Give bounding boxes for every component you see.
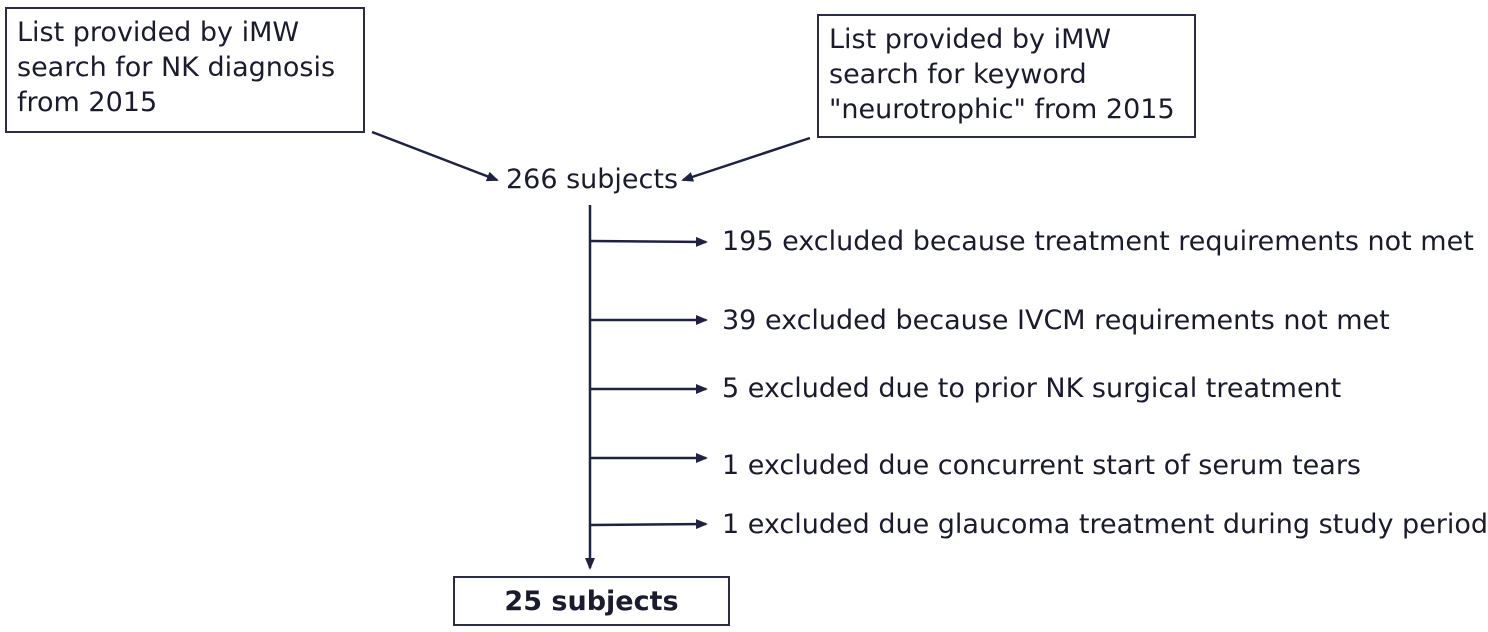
source-box-neurotrophic: List provided by iMW search for keyword … xyxy=(817,14,1196,138)
exclusion-glaucoma-treatment: 1 excluded due glaucoma treatment during… xyxy=(722,509,1488,540)
exclusion-treatment-requirements: 195 excluded because treatment requireme… xyxy=(722,226,1474,257)
source-text-nk-diagnosis: List provided by iMW search for NK diagn… xyxy=(17,17,336,118)
exclusion-ivcm-requirements: 39 excluded because IVCM requirements no… xyxy=(722,305,1390,336)
total-subjects-label: 266 subjects xyxy=(506,164,679,195)
source-box-nk-diagnosis: List provided by iMW search for NK diagn… xyxy=(5,7,365,133)
arrow-left-source-to-total xyxy=(371,130,499,182)
exclusion-serum-tears: 1 excluded due concurrent start of serum… xyxy=(722,450,1361,481)
arrow-right-source-to-total xyxy=(681,136,811,182)
arrow-exclusion-5 xyxy=(589,519,708,530)
exclusion-prior-surgical-treatment: 5 excluded due to prior NK surgical trea… xyxy=(722,373,1342,404)
arrow-exclusion-1 xyxy=(589,236,708,247)
final-subjects-label: 25 subjects xyxy=(504,585,679,617)
source-text-neurotrophic: List provided by iMW search for keyword … xyxy=(829,24,1175,125)
flow-arrows xyxy=(371,130,811,570)
final-subjects-box: 25 subjects xyxy=(453,576,730,626)
